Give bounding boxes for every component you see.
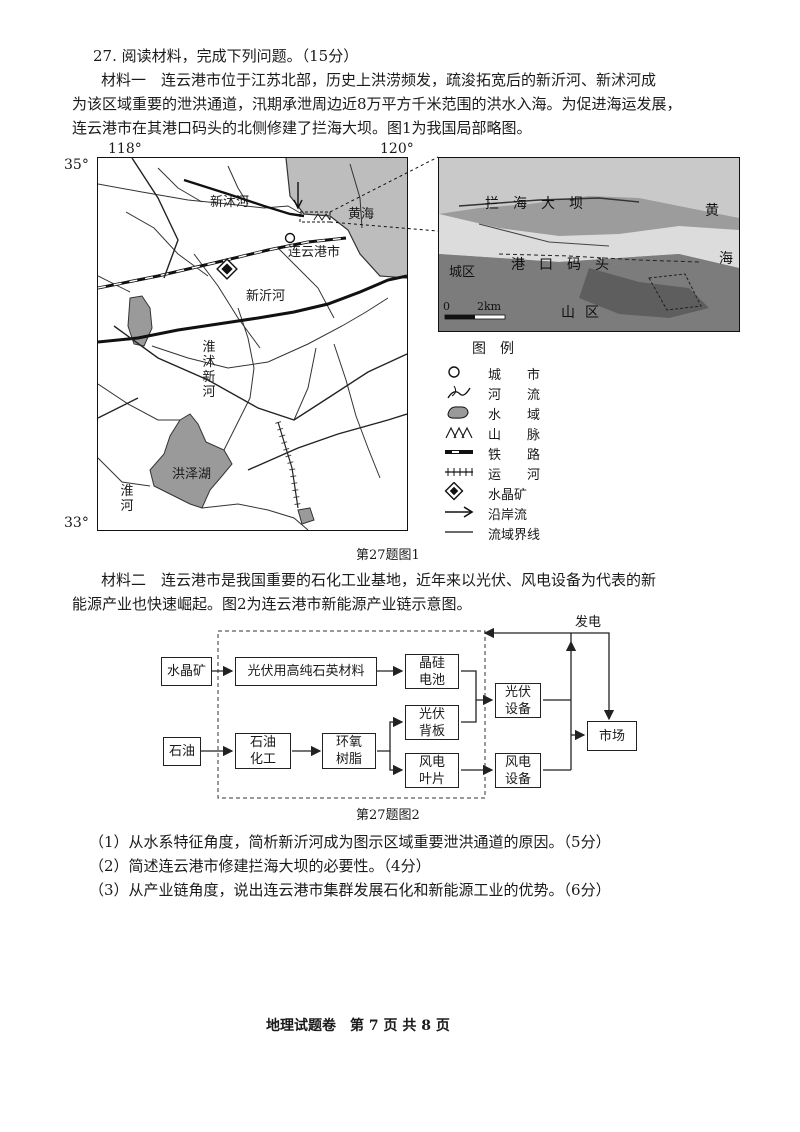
mountain-range-icon bbox=[445, 426, 473, 439]
xinyi-river-label: 新沂河 bbox=[246, 289, 286, 304]
lianyungang-label: 连云港市 bbox=[288, 245, 341, 260]
dam-label: 拦海大坝 bbox=[485, 196, 597, 212]
xinshu-river-label: 新沭河 bbox=[210, 195, 250, 210]
lon-118-label: 118° bbox=[108, 141, 142, 157]
pv-backsheet-box: 光伏背板 bbox=[405, 705, 459, 740]
canal-icon bbox=[445, 468, 473, 476]
legend-item-mountain: 山 脉 bbox=[444, 422, 614, 443]
legend-item-basin-boundary: 流域界线 bbox=[444, 522, 614, 543]
inset-map-drawing bbox=[439, 158, 739, 331]
oil-box: 石油 bbox=[163, 737, 201, 766]
legend-item-railway: 铁 路 bbox=[444, 442, 614, 463]
main-map-drawing bbox=[97, 157, 408, 531]
material-1-line-2: 为该区域重要的泄洪通道，汛期承泄周边近8万平方千米范围的洪水入海。为促进海运发展… bbox=[72, 95, 682, 113]
scale-zero-label: 0 bbox=[443, 300, 450, 313]
legend-item-canal: 运 河 bbox=[444, 462, 614, 483]
inset-huang-label: 黄 bbox=[705, 203, 719, 219]
city-icon bbox=[448, 366, 460, 378]
crystal-mine-box: 水晶矿 bbox=[161, 657, 212, 686]
epoxy-resin-box: 环氧树脂 bbox=[322, 733, 376, 769]
material-1-line-3: 连云港市在其港口码头的北侧修建了拦海大坝。图1为我国局部略图。 bbox=[72, 119, 532, 137]
lat-35-label: 35° bbox=[64, 157, 89, 173]
legend: 图 例 城 市 河 流 水 域 山 脉 铁 路 运 河 水晶矿 沿岸流 流域界线 bbox=[444, 340, 624, 543]
lon-120-label: 120° bbox=[380, 141, 414, 157]
port-label: 港口码头 bbox=[511, 257, 623, 273]
mountain-area-label: 山区 bbox=[561, 305, 609, 321]
huanghai-label: 黄海 bbox=[348, 207, 375, 222]
scale-bar-icon bbox=[444, 314, 506, 320]
inset-connector-lines bbox=[329, 156, 439, 232]
wind-blade-box: 风电叶片 bbox=[405, 753, 459, 788]
legend-item-river: 河 流 bbox=[444, 382, 614, 403]
huaishu-river-label: 淮沭新河 bbox=[202, 340, 216, 400]
sub-question-2: （2）简述连云港市修建拦海大坝的必要性。（4分） bbox=[89, 857, 431, 875]
legend-item-water: 水 域 bbox=[444, 402, 614, 423]
crystal-mine-marker-icon bbox=[216, 258, 238, 280]
legend-title: 图 例 bbox=[472, 341, 514, 357]
figure-1-caption: 第27题图1 bbox=[356, 548, 420, 563]
silicon-cell-box: 晶硅电池 bbox=[405, 654, 459, 689]
page-footer: 地理试题卷 第 7 页 共 8 页 bbox=[266, 1018, 450, 1034]
lat-33-label: 33° bbox=[64, 515, 89, 531]
huai-river-label: 淮河 bbox=[120, 484, 134, 514]
sub-question-3: （3）从产业链角度，说出连云港市集群发展石化和新能源工业的优势。（6分） bbox=[89, 881, 611, 899]
scale-length-label: 2km bbox=[477, 300, 502, 313]
main-map: 新沭河 黄海 连云港市 新沂河 淮沭新河 洪泽湖 淮河 bbox=[97, 157, 408, 531]
crystal-mine-icon bbox=[444, 482, 464, 501]
inset-hai-label: 海 bbox=[719, 251, 733, 267]
material-2-line-1: 材料二 连云港市是我国重要的石化工业基地，近年来以光伏、风电设备为代表的新 bbox=[101, 571, 657, 589]
material-1-line-1: 材料一 连云港市位于江苏北部，历史上洪涝频发，疏浚拓宽后的新沂河、新沭河成 bbox=[101, 71, 657, 89]
power-generation-label: 发电 bbox=[575, 615, 602, 630]
figure-2-caption: 第27题图2 bbox=[356, 808, 420, 823]
pv-equipment-box: 光伏设备 bbox=[495, 683, 541, 718]
market-box: 市场 bbox=[587, 721, 637, 751]
river-icon bbox=[447, 385, 471, 399]
city-area-label: 城区 bbox=[449, 265, 476, 280]
water-area-icon bbox=[447, 406, 469, 419]
question-header: 27. 阅读材料，完成下列问题。（15分） bbox=[93, 47, 359, 65]
quartz-material-box: 光伏用高纯石英材料 bbox=[235, 657, 377, 686]
railway-icon bbox=[445, 450, 473, 454]
coastal-current-arrow-icon bbox=[445, 506, 474, 518]
legend-item-city: 城 市 bbox=[444, 362, 614, 383]
legend-item-coastal-current: 沿岸流 bbox=[444, 502, 614, 523]
inset-map: 拦海大坝 黄 海 港口码头 城区 山区 0 2km bbox=[438, 157, 740, 332]
basin-boundary-icon bbox=[445, 531, 473, 533]
sub-question-1: （1）从水系特征角度，简析新沂河成为图示区域重要泄洪通道的原因。（5分） bbox=[89, 833, 611, 851]
city-marker-icon bbox=[284, 232, 296, 244]
legend-item-crystal-mine: 水晶矿 bbox=[444, 482, 614, 503]
hongze-lake-label: 洪泽湖 bbox=[172, 467, 212, 482]
wind-equipment-box: 风电设备 bbox=[495, 753, 541, 788]
material-2-line-2: 能源产业也快速崛起。图2为连云港市新能源产业链示意图。 bbox=[72, 595, 472, 613]
petrochemical-box: 石油化工 bbox=[235, 733, 291, 769]
